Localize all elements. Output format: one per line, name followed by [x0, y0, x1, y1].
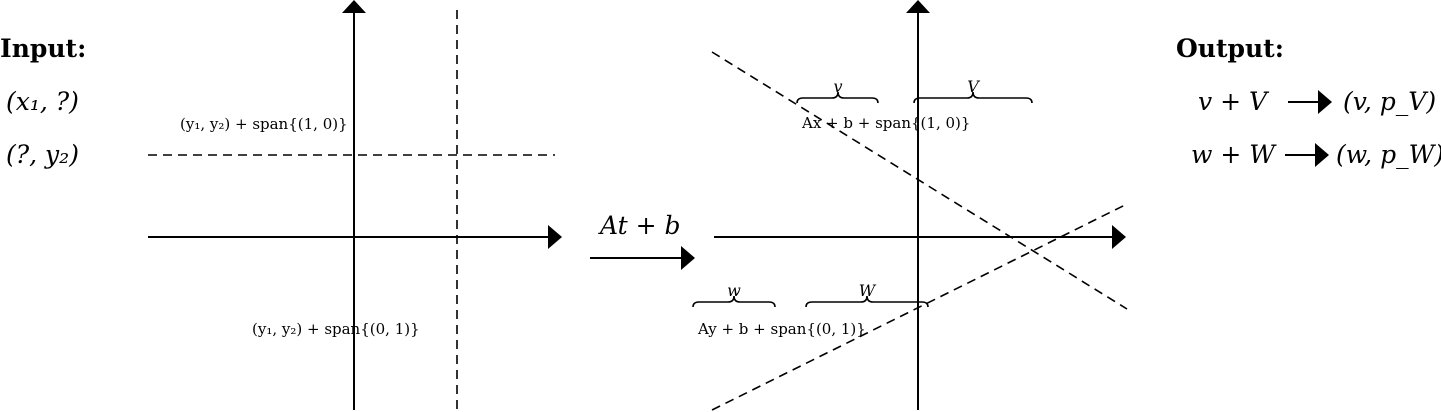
left-horizontal-line-label: (y₁, y₂) + span{(1, 0)}	[180, 115, 348, 133]
left-plot: (y₁, y₂) + span{(1, 0)} (y₁, y₂) + span{…	[148, 0, 562, 410]
output-heading: Output:	[1176, 34, 1284, 63]
left-vertical-line-label: (y₁, y₂) + span{(0, 1)}	[252, 320, 420, 338]
transform-arrow: At + b	[590, 211, 695, 270]
top-brace-right-label: V	[967, 77, 980, 96]
input-heading: Input:	[0, 34, 86, 63]
output-row-1-arrowhead	[1318, 90, 1332, 114]
bottom-right-brace	[805, 295, 929, 308]
left-x-axis-arrowhead	[548, 225, 562, 249]
bottom-brace-left-label: w	[727, 281, 741, 300]
output-row-2-rhs: (w, p_W)	[1336, 140, 1441, 169]
right-top-label: Ax + b + span{(1, 0)}	[801, 114, 970, 132]
output-row-1-lhs: v + V	[1198, 87, 1270, 116]
top-left-brace	[796, 91, 879, 104]
input-item-1: (x₁, ?)	[6, 87, 79, 116]
output-row-1: v + V (v, p_V)	[1198, 87, 1436, 116]
output-row-2-lhs: w + W	[1191, 140, 1277, 169]
right-descending-dashed-line	[711, 51, 1128, 310]
input-item-2: (?, y₂)	[6, 140, 79, 169]
right-bottom-label: Ay + b + span{(0, 1)}	[697, 320, 866, 338]
left-y-axis-arrowhead	[342, 0, 366, 13]
right-plot: v V Ax + b + span{(1, 0)} w W Ay + b + s…	[692, 0, 1128, 411]
bottom-brace-right-label: W	[859, 281, 877, 300]
transform-arrowhead	[681, 246, 695, 270]
output-row-1-rhs: (v, p_V)	[1343, 87, 1436, 116]
bottom-left-brace	[692, 295, 776, 308]
output-row-2: w + W (w, p_W)	[1191, 140, 1441, 169]
right-ascending-dashed-line	[711, 203, 1128, 411]
top-right-brace	[913, 91, 1033, 104]
transform-label: At + b	[598, 211, 681, 240]
output-row-2-arrowhead	[1315, 143, 1329, 167]
right-y-axis-arrowhead	[906, 0, 930, 13]
right-x-axis-arrowhead	[1112, 225, 1126, 249]
top-brace-left-label: v	[833, 77, 842, 96]
